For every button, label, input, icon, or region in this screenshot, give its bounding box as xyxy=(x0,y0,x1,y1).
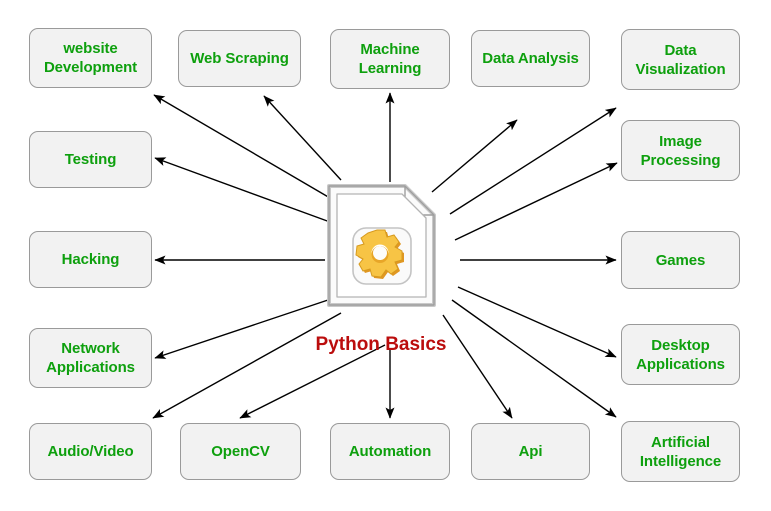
arrow-to-data-visualization xyxy=(449,107,617,215)
node-label: Web Scraping xyxy=(190,50,289,67)
arrow-to-testing xyxy=(154,157,331,223)
node-desktop-applications[interactable]: Desktop Applications xyxy=(621,324,740,385)
arrow-to-api xyxy=(442,314,513,419)
node-label: Api xyxy=(518,443,543,460)
page-title: Python Basics xyxy=(315,334,447,355)
node-website-development[interactable]: website Development xyxy=(29,28,152,88)
node-automation[interactable]: Automation xyxy=(330,423,450,480)
node-label: Network Applications xyxy=(46,340,135,376)
node-label: Automation xyxy=(348,443,432,460)
node-testing[interactable]: Testing xyxy=(29,131,152,188)
node-data-analysis[interactable]: Data Analysis xyxy=(471,30,590,87)
node-opencv[interactable]: OpenCV xyxy=(180,423,301,480)
node-label: Games xyxy=(655,251,706,269)
arrow-to-image-processing xyxy=(454,162,618,241)
node-label: Audio/Video xyxy=(47,443,134,460)
arrow-to-audio-video xyxy=(152,312,342,419)
node-label: Data Visualization xyxy=(635,41,726,78)
node-label: Hacking xyxy=(61,251,120,268)
node-api[interactable]: Api xyxy=(471,423,590,480)
arrow-to-data-analysis xyxy=(431,119,518,193)
node-games[interactable]: Games xyxy=(621,231,740,289)
node-web-scraping[interactable]: Web Scraping xyxy=(178,30,301,87)
node-network-applications[interactable]: Network Applications xyxy=(29,328,152,388)
document-gear-icon xyxy=(326,183,442,308)
node-label: Image Processing xyxy=(640,132,721,169)
node-label: Machine Learning xyxy=(358,41,422,77)
node-label: Data Analysis xyxy=(482,50,579,67)
node-artificial-intelligence[interactable]: Artificial Intelligence xyxy=(621,421,740,482)
arrow-to-web-scraping xyxy=(263,95,342,181)
node-label: Testing xyxy=(64,151,117,168)
arrow-to-artificial-intelligence xyxy=(451,299,617,418)
node-label: website Development xyxy=(43,40,138,76)
node-data-visualization[interactable]: Data Visualization xyxy=(621,29,740,90)
node-image-processing[interactable]: Image Processing xyxy=(621,120,740,181)
node-label: Desktop Applications xyxy=(636,336,725,373)
node-hacking[interactable]: Hacking xyxy=(29,231,152,288)
arrow-to-desktop-applications xyxy=(457,286,617,358)
node-label: OpenCV xyxy=(211,443,270,460)
node-audio-video[interactable]: Audio/Video xyxy=(29,423,152,480)
node-label: Artificial Intelligence xyxy=(639,433,722,470)
arrow-to-website-development xyxy=(153,94,331,199)
node-machine-learning[interactable]: Machine Learning xyxy=(330,29,450,89)
